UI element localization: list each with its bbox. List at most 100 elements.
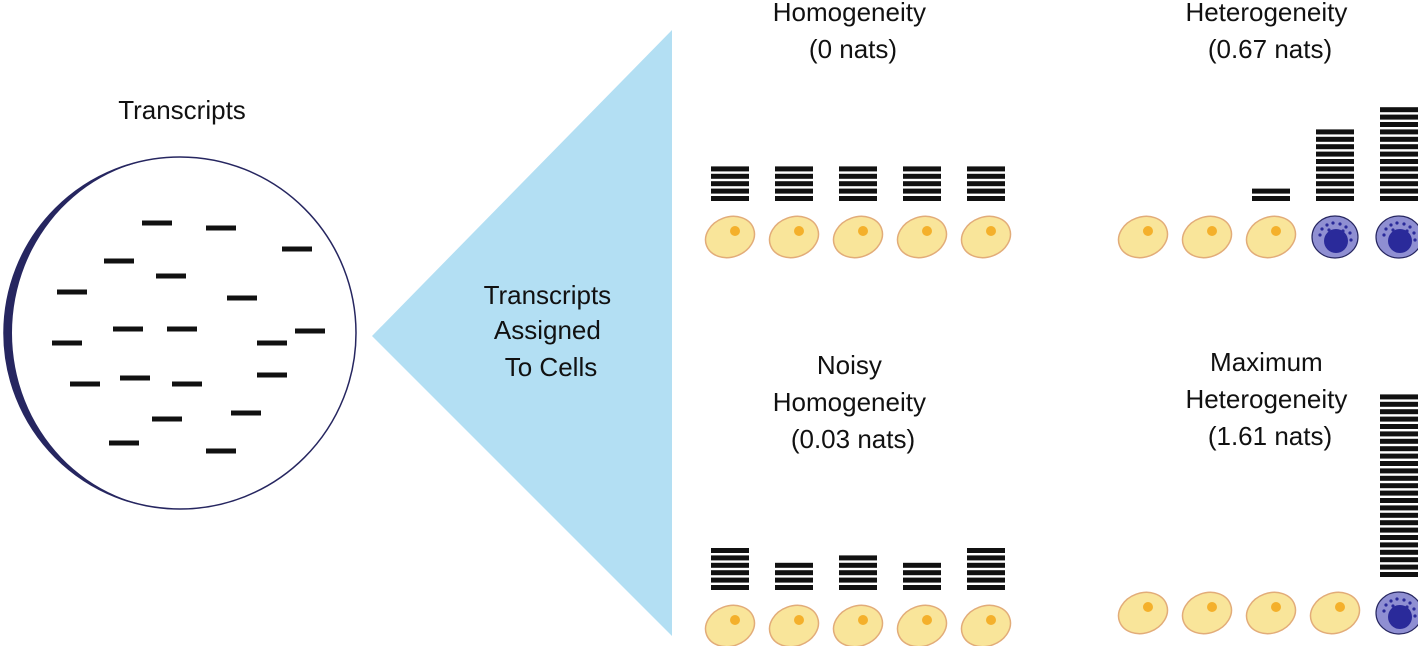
- epithelial-cell: [896, 604, 948, 646]
- transcript-bar: [775, 196, 813, 201]
- transcript-bar: [1380, 535, 1418, 540]
- transcript-dash: [257, 340, 287, 346]
- transcript-bar: [1380, 431, 1418, 437]
- epithelial-cell: [832, 604, 884, 646]
- cell-nucleus: [1388, 605, 1412, 629]
- transcript-stack: [775, 562, 813, 590]
- transcript-dash: [172, 381, 202, 387]
- transcript-dash: [156, 273, 186, 279]
- transcript-bar: [839, 188, 877, 194]
- granule: [1327, 228, 1331, 232]
- granule: [1389, 223, 1393, 227]
- transcript-bar: [1380, 416, 1418, 422]
- epithelial-cell: [960, 215, 1012, 259]
- panel-title-line: Heterogeneity: [1185, 0, 1347, 27]
- transcript-bar: [1380, 490, 1418, 496]
- cell-body: [768, 604, 820, 646]
- granule: [1391, 228, 1395, 232]
- transcript-bar: [711, 577, 749, 583]
- panel-title: Homogeneity (0 nats): [773, 0, 933, 64]
- transcript-bar: [1380, 151, 1418, 157]
- transcript-bar: [903, 570, 941, 576]
- transcript-dash: [120, 375, 150, 381]
- panel-title-line: (0 nats): [809, 34, 897, 64]
- transcript-bar: [1380, 505, 1418, 511]
- transcript-bar: [775, 188, 813, 194]
- cell-body: [896, 604, 948, 646]
- transcript-bar: [967, 555, 1005, 561]
- cell-nucleus: [1388, 229, 1412, 253]
- cell-body: [704, 215, 756, 259]
- cell-nucleus: [986, 615, 996, 625]
- cell-nucleus: [1271, 226, 1281, 236]
- transcript-bar: [967, 188, 1005, 194]
- transcript-stack: [1380, 107, 1418, 201]
- epithelial-cell: [896, 215, 948, 259]
- granule: [1344, 225, 1348, 229]
- panel-noisy-homogeneity: Noisy Homogeneity (0.03 nats): [704, 350, 1012, 646]
- transcript-bar: [1380, 409, 1418, 415]
- epithelial-cell: [1181, 591, 1233, 635]
- epithelial-cell: [1309, 591, 1361, 635]
- cell-body: [1117, 215, 1169, 259]
- panel-heterogeneity: Heterogeneity (0.67 nats): [1117, 0, 1418, 259]
- funnel-label-line: To Cells: [505, 352, 597, 382]
- granule: [1412, 231, 1416, 235]
- immune-cell: [1311, 215, 1359, 259]
- transcript-stack: [711, 548, 749, 590]
- epithelial-cell: [960, 604, 1012, 646]
- transcript-bar: [903, 196, 941, 201]
- granule: [1384, 603, 1388, 607]
- cell-nucleus: [794, 226, 804, 236]
- cell-body: [832, 604, 884, 646]
- transcripts-title: Transcripts: [118, 95, 246, 125]
- transcript-bar: [967, 585, 1005, 590]
- transcript-bar: [1316, 136, 1354, 142]
- cell-nucleus: [730, 615, 740, 625]
- transcript-bar: [839, 196, 877, 201]
- granule: [1384, 227, 1388, 231]
- epithelial-cell: [1245, 215, 1297, 259]
- transcript-bar: [1380, 446, 1418, 452]
- cell-body: [832, 215, 884, 259]
- cell-body: [960, 604, 1012, 646]
- granule: [1382, 609, 1386, 613]
- transcript-bar: [1380, 144, 1418, 150]
- transcript-bar: [1380, 475, 1418, 481]
- transcript-stack: [839, 166, 877, 201]
- epithelial-cell: [832, 215, 884, 259]
- transcript-dash: [206, 225, 236, 231]
- transcript-bar: [1316, 181, 1354, 187]
- cell-nucleus: [922, 615, 932, 625]
- cell-nucleus: [730, 226, 740, 236]
- panel-title-line: Noisy: [817, 350, 882, 380]
- transcript-bar: [1380, 122, 1418, 127]
- transcript-bar: [711, 166, 749, 172]
- panel-title-line: (0.03 nats): [791, 424, 915, 454]
- transcript-dash: [152, 416, 182, 422]
- panel-maximum-heterogeneity: Maximum Heterogeneity (1.61 nats): [1117, 347, 1418, 635]
- transcript-bar: [711, 585, 749, 590]
- granule: [1395, 597, 1399, 601]
- transcript-bar: [1316, 196, 1354, 201]
- transcript-dash: [167, 326, 197, 332]
- transcript-stack: [1252, 188, 1290, 201]
- loose-transcripts: [52, 220, 325, 454]
- transcript-bar: [1380, 129, 1418, 135]
- assignment-funnel: [372, 30, 672, 636]
- granule: [1349, 238, 1353, 242]
- transcript-dash: [113, 326, 143, 332]
- granule: [1395, 221, 1399, 225]
- transcript-bar: [711, 173, 749, 179]
- transcript-dash: [57, 289, 87, 295]
- granule: [1348, 231, 1352, 235]
- cell-nucleus: [1335, 602, 1345, 612]
- transcript-bar: [1316, 151, 1354, 157]
- funnel-label: Transcripts Assigned To Cells: [484, 280, 619, 382]
- transcript-bar: [1380, 188, 1418, 194]
- transcript-bar: [1252, 196, 1290, 201]
- transcript-stack: [1316, 129, 1354, 201]
- epithelial-cell: [704, 604, 756, 646]
- granule: [1402, 222, 1406, 226]
- transcript-bar: [775, 577, 813, 583]
